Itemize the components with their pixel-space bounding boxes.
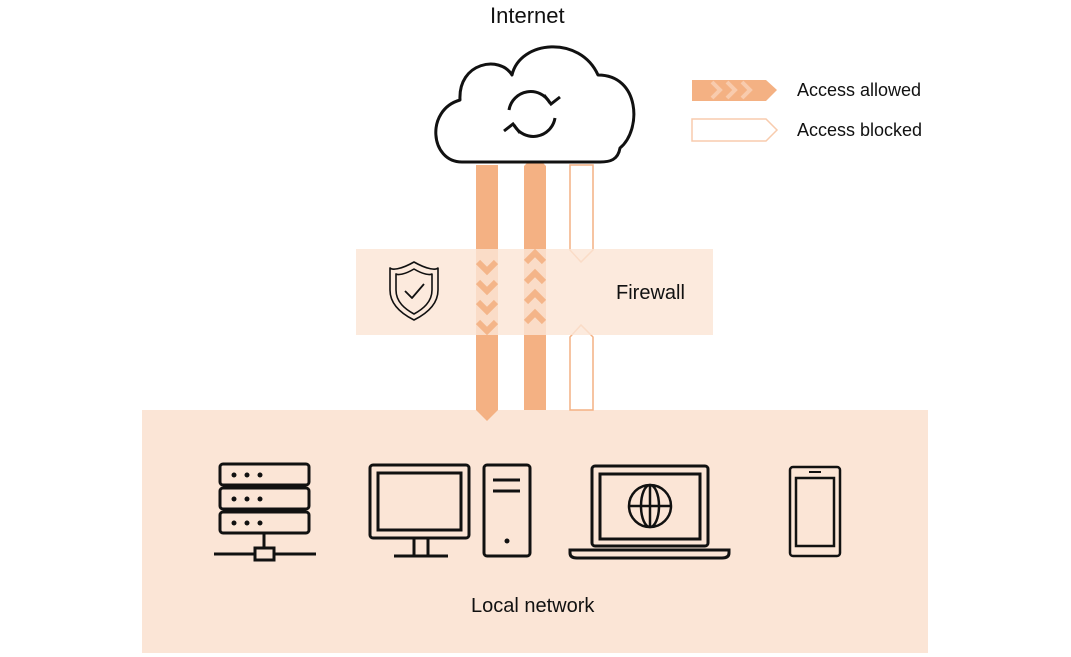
- shield-check-icon: [389, 261, 439, 321]
- local-network-label: Local network: [471, 595, 595, 617]
- server-lights: [231, 472, 263, 526]
- smartphone-icon: [788, 465, 842, 558]
- desktop-computer-icon: [368, 463, 471, 558]
- legend-access-blocked-label: Access blocked: [797, 120, 923, 140]
- legend-access-allowed-label: Access allowed: [797, 80, 922, 100]
- arrow-blocked-lower: [569, 323, 594, 411]
- cloud-sync-icon: [434, 45, 636, 164]
- chevrons-outbound: [523, 248, 547, 325]
- arrow-blocked-upper: [569, 164, 594, 264]
- legend-allowed-arrow: [692, 80, 777, 101]
- tower-pc-icon: [482, 463, 532, 558]
- server-rack-icon: [214, 462, 316, 562]
- tower-power-dot: [504, 538, 510, 544]
- firewall-label: Firewall: [616, 282, 685, 304]
- chevrons-inbound: [475, 259, 499, 336]
- legend-blocked-arrow: [691, 118, 779, 142]
- internet-label: Internet: [490, 3, 565, 28]
- laptop-globe-icon: [568, 464, 731, 560]
